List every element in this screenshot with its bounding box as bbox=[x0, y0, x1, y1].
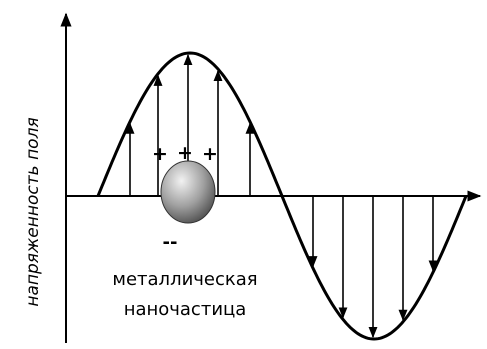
positive-charge-right: + bbox=[202, 143, 218, 165]
particle-label-line1: металлическая bbox=[112, 269, 257, 290]
positive-charge-left: + bbox=[152, 143, 168, 165]
axis-label: напряженность поля bbox=[23, 117, 43, 306]
field-vectors bbox=[125, 53, 438, 339]
negative-charge: -- bbox=[163, 232, 178, 253]
positive-charge-middle: + bbox=[177, 142, 193, 164]
metal-nanoparticle bbox=[160, 160, 216, 224]
particle-label-line2: наночастица bbox=[124, 299, 247, 320]
field-wave bbox=[96, 51, 468, 341]
